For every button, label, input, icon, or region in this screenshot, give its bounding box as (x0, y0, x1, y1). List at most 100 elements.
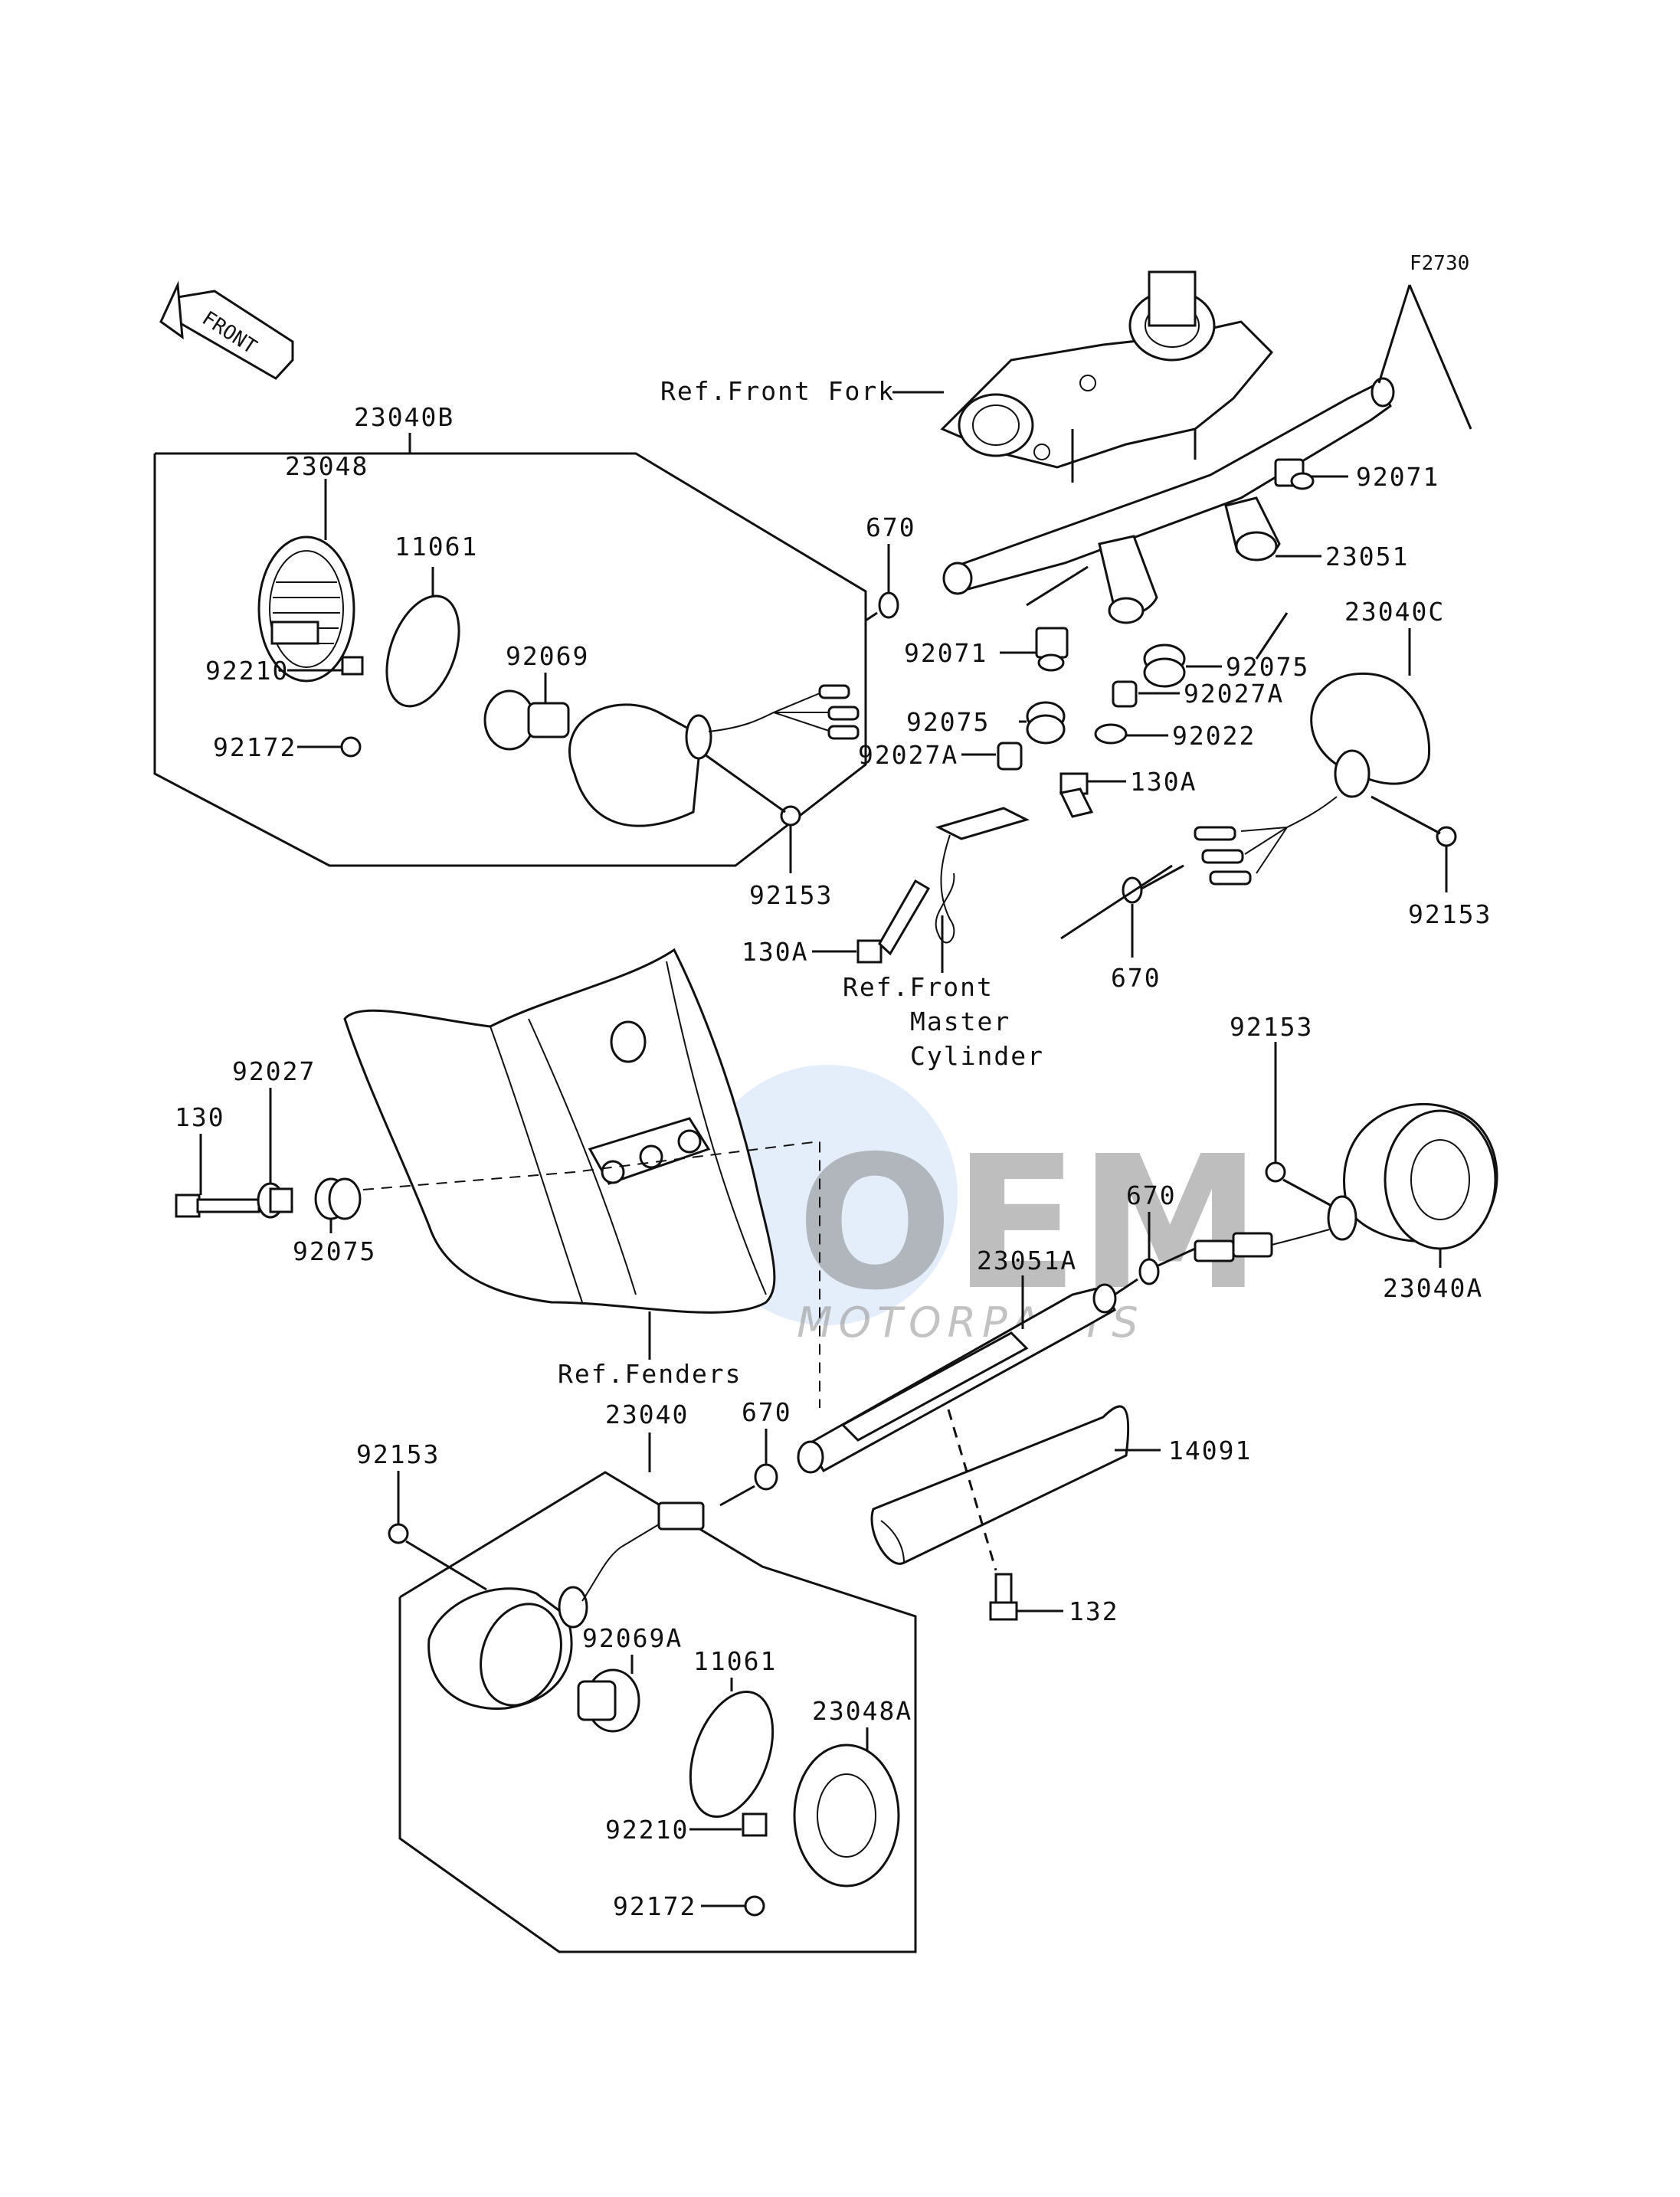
ring-11061-bottom (689, 1690, 775, 1819)
figure-code: F2730 (1410, 252, 1469, 275)
label-92027A-right: 92027A (1184, 679, 1284, 709)
label-92172-top: 92172 (213, 732, 296, 762)
screw-92153-bottom (388, 1523, 409, 1544)
guide-line-670-mid-b (1114, 1278, 1138, 1296)
lamp-assembly-lower-outline (398, 1471, 917, 1953)
label-23040C: 23040C (1344, 597, 1445, 627)
dashed-guide-fender (344, 1140, 820, 1408)
oring-670-mid (1138, 1258, 1160, 1285)
mounting-bracket (935, 807, 1030, 944)
bolt-130A-left (856, 879, 931, 964)
screw-92172-bottom (744, 1895, 765, 1917)
guide-line-670-right-a (1060, 864, 1173, 940)
bolt-130 (175, 1193, 260, 1218)
guide-line-f (1255, 612, 1289, 660)
label-23051: 23051 (1325, 542, 1409, 571)
washer-92022 (1094, 723, 1128, 745)
label-11061-top: 11061 (395, 532, 478, 562)
ref-fenders: Ref.Fenders (558, 1359, 742, 1389)
label-130A-right: 130A (1130, 767, 1197, 797)
lens-23048 (257, 535, 355, 683)
label-130: 130 (175, 1102, 225, 1132)
bolt-132 (989, 1573, 1018, 1621)
label-92069A: 92069A (582, 1623, 683, 1653)
label-92153-right: 92153 (1408, 899, 1492, 929)
clip-92210-top (341, 656, 364, 676)
label-23048A: 23048A (812, 1696, 912, 1726)
rubber-92075-left (1026, 701, 1066, 745)
label-92075-right: 92075 (1226, 652, 1309, 682)
label-92027A-left: 92027A (858, 740, 958, 770)
front-fork-bracket (940, 270, 1274, 469)
bar-23051 (942, 377, 1395, 624)
label-23040B: 23040B (354, 402, 454, 432)
lamp-housing-lower (427, 1501, 705, 1710)
label-92069: 92069 (506, 641, 589, 671)
label-92153-upper: 92153 (749, 880, 833, 910)
bulb-92069 (483, 689, 570, 751)
label-130A-left: 130A (742, 937, 808, 967)
label-23051A: 23051A (977, 1246, 1077, 1275)
label-23040A: 23040A (1383, 1273, 1483, 1303)
lamp-housing-23040C (1194, 672, 1431, 886)
leader-92153-upper-assy (704, 753, 786, 814)
watermark: OEM MOTORPARTS (697, 1065, 1262, 1347)
leader-92153-right-assy (1371, 795, 1441, 835)
oring-670-bottom (754, 1463, 778, 1491)
label-23040: 23040 (605, 1400, 689, 1429)
label-92022: 92022 (1172, 721, 1256, 751)
watermark-brand: OEM (797, 1116, 1262, 1331)
bolt-130A-right (1059, 772, 1094, 818)
front-fender (343, 948, 776, 1314)
label-92071-left: 92071 (904, 638, 987, 668)
grommet-92071-left (1035, 627, 1069, 672)
lens-23048A (793, 1744, 900, 1888)
ring-11061-top (385, 594, 460, 708)
ref-master-cylinder-line2: Master (910, 1007, 1010, 1036)
leader-92153-bottom-assy (405, 1540, 487, 1591)
leader-670-top-link (865, 611, 878, 622)
collar-92027A-right (1112, 680, 1138, 708)
ref-master-cylinder-line3: Cylinder (910, 1041, 1044, 1071)
label-92210-bottom: 92210 (605, 1815, 689, 1845)
bar-23051A (797, 1283, 1117, 1474)
label-670-right: 670 (1111, 963, 1161, 993)
screw-92153-right (1436, 826, 1457, 847)
leader-92153-mid-assy (1282, 1178, 1334, 1208)
label-92153-bottom: 92153 (356, 1439, 440, 1469)
label-11061-bottom: 11061 (693, 1646, 777, 1676)
collar-92027 (257, 1182, 293, 1219)
label-670-bottom: 670 (742, 1397, 792, 1427)
guide-line-670-bottom (719, 1485, 755, 1507)
lamp-housing-upper-left (568, 684, 860, 827)
ref-front-fork: Ref.Front Fork (660, 376, 895, 406)
label-92027: 92027 (232, 1056, 316, 1086)
screw-92172-top (340, 736, 362, 758)
label-670-mid: 670 (1126, 1180, 1177, 1210)
label-14091: 14091 (1168, 1436, 1252, 1465)
oring-670-right (1122, 876, 1143, 904)
bulb-92069A (577, 1668, 640, 1733)
label-132: 132 (1069, 1596, 1119, 1626)
guide-line-a (1377, 284, 1411, 384)
label-92153-mid: 92153 (1230, 1012, 1313, 1042)
front-arrow-icon: FRONT (159, 280, 294, 380)
lamp-housing-23040A (1194, 1103, 1498, 1262)
label-92071-right: 92071 (1356, 462, 1439, 492)
clip-92210-bottom (742, 1812, 768, 1837)
oring-670-top (878, 591, 899, 619)
label-670-top: 670 (866, 512, 916, 542)
label-92075-bottom: 92075 (293, 1236, 376, 1266)
label-92210-top: 92210 (205, 656, 289, 686)
screw-92153-mid (1265, 1161, 1286, 1183)
label-92172-bottom: 92172 (613, 1891, 696, 1921)
dashed-guide-14091 (947, 1409, 997, 1571)
ref-master-cylinder-line1: Ref.Front (843, 972, 994, 1002)
guide-line-e (1026, 565, 1089, 607)
guide-line-b (1408, 284, 1472, 430)
guide-line-670-right-b (1141, 864, 1184, 890)
guide-line-670-mid (1158, 1247, 1196, 1267)
screw-92153-upper (780, 805, 801, 827)
label-23048: 23048 (285, 451, 368, 481)
